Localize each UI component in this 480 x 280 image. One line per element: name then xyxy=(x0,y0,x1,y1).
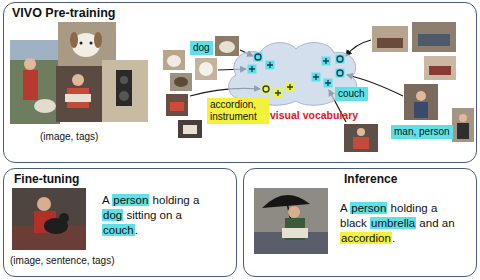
tag-box: dog xyxy=(190,41,213,55)
panel-note: (image, tags) xyxy=(40,131,98,143)
finetune-photo xyxy=(12,188,86,250)
cloud-label: visual vocabulary xyxy=(270,109,358,122)
word-highlight: dog xyxy=(102,209,123,221)
tag-text: man, person xyxy=(394,126,450,138)
word-highlight: accordion xyxy=(340,232,392,244)
tag-box: accordion, instrument xyxy=(207,98,269,124)
panel-note: (image, sentence, tags) xyxy=(10,255,115,267)
tag-text: accordion, instrument xyxy=(210,99,266,123)
tag-box: couch xyxy=(335,87,368,101)
word-highlight: person xyxy=(112,194,149,206)
word-highlight: couch xyxy=(102,224,135,236)
dog-thumbnails xyxy=(163,36,239,91)
caption-sentence: A person holding a black umbrella and an… xyxy=(340,201,462,246)
tag-text: dog xyxy=(193,42,210,54)
panel-title: VIVO Pre-training xyxy=(12,6,116,21)
photo-collage xyxy=(10,22,148,124)
panel-title: Inference xyxy=(344,172,397,186)
word-highlight: umbrella xyxy=(370,217,416,229)
stage-panel: Inference A person holding a black umbrel… xyxy=(243,168,477,277)
caption-sentence: A person holding a dog sitting on a couc… xyxy=(102,193,214,238)
couch-thumbnails xyxy=(372,22,456,80)
panel-title: Fine-tuning xyxy=(14,172,79,186)
word-highlight: person xyxy=(350,202,387,214)
accordion-thumbnails xyxy=(166,94,202,138)
tag-box: man, person xyxy=(391,125,453,139)
mapping-arrows xyxy=(190,40,403,122)
inference-photo xyxy=(254,188,328,254)
stage-panel: VIVO Pre-training (image, tags) visual voc… xyxy=(3,2,477,163)
stage-panel: Fine-tuning A person holding a dog sittin… xyxy=(3,168,237,277)
tag-text: couch xyxy=(338,88,365,100)
